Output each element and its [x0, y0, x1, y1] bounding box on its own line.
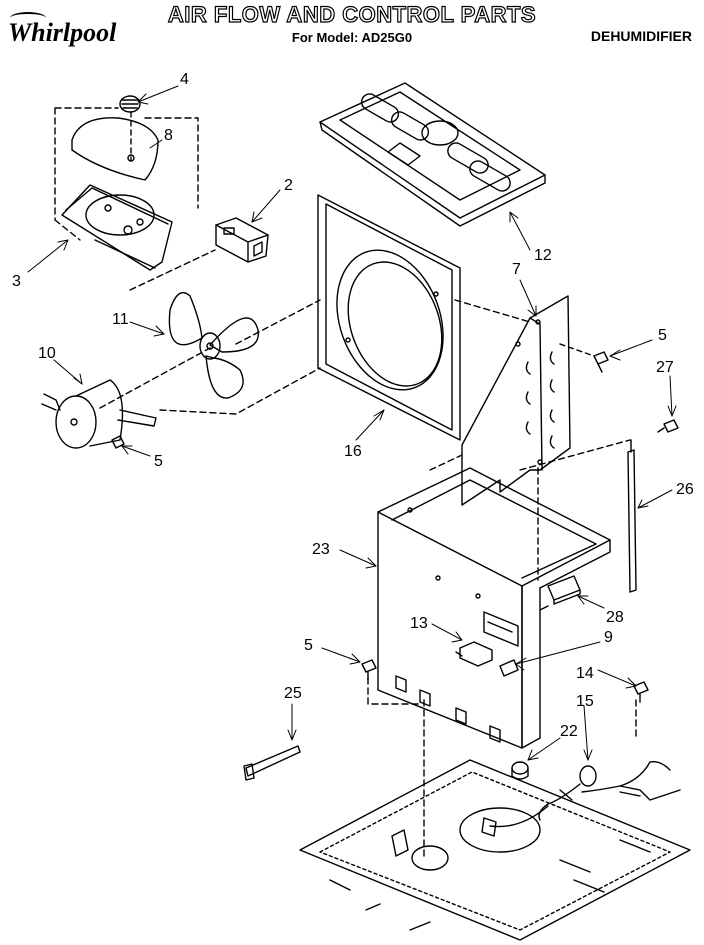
- callout-22: 22: [560, 723, 578, 740]
- callout-8: 8: [164, 127, 173, 144]
- part-switch: [215, 217, 269, 263]
- callout-9: 9: [604, 629, 613, 646]
- alignment-line-bracket: [454, 299, 531, 323]
- logo-swoosh-icon: [10, 12, 46, 24]
- callout-23: 23: [312, 541, 330, 558]
- callout-13: 13: [410, 615, 428, 632]
- part-cabinet-base: [377, 467, 611, 749]
- callout-11: 11: [112, 311, 129, 328]
- part-screw-upper-right: [559, 343, 609, 373]
- callout-5-motor: 5: [154, 453, 163, 470]
- part-screw-27: [657, 419, 679, 433]
- part-cable-tie: [243, 745, 301, 781]
- callout-7: 7: [512, 261, 521, 278]
- part-bracket-plate: [461, 295, 571, 506]
- callout-27: 27: [656, 359, 674, 376]
- callout-2: 2: [284, 177, 293, 194]
- callout-10: 10: [38, 345, 56, 362]
- callout-labels: 4 8 2 3 12 7 5 27 11 10 5 16 26 23 28 13…: [12, 71, 694, 740]
- callout-16: 16: [344, 443, 362, 460]
- part-bracket-28: [547, 575, 581, 605]
- whirlpool-logo: Whirlpool: [8, 12, 116, 48]
- leader-lines: [27, 85, 677, 761]
- part-screw-motor: [111, 435, 125, 449]
- part-control-cover: [71, 117, 159, 181]
- product-type-label: DEHUMIDIFIER: [590, 28, 692, 44]
- page-title: AIR FLOW AND CONTROL PARTS: [167, 1, 537, 27]
- part-top-grille: [319, 82, 546, 227]
- part-fan-motor: [41, 379, 157, 449]
- callout-14: 14: [576, 665, 594, 682]
- callout-12: 12: [534, 247, 552, 264]
- part-screw-lower: [361, 659, 377, 681]
- callout-26: 26: [676, 481, 694, 498]
- alignment-lines-base: [367, 439, 637, 861]
- callout-5-upper: 5: [658, 327, 667, 344]
- part-clip: [499, 659, 519, 677]
- part-power-cord: [481, 760, 681, 837]
- callout-25: 25: [284, 685, 302, 702]
- part-grommet: [511, 761, 529, 780]
- part-knob: [119, 95, 141, 161]
- part-fan-shroud: [317, 194, 461, 441]
- alignment-lines-fan: [99, 299, 321, 415]
- callout-5-lower: 5: [304, 637, 313, 654]
- control-assembly-dashed-outline: [54, 107, 216, 291]
- model-subtitle: For Model: AD25G0: [291, 30, 413, 45]
- part-fan-blade: [168, 292, 260, 399]
- part-base-pan: [299, 759, 691, 941]
- callout-15: 15: [576, 693, 594, 710]
- callout-3: 3: [12, 273, 21, 290]
- callout-4: 4: [180, 71, 189, 88]
- part-screw-14: [633, 681, 649, 703]
- part-control-housing: [61, 184, 173, 271]
- callout-28: 28: [606, 609, 624, 626]
- part-float-switch: [455, 641, 493, 667]
- part-channel-rod: [627, 439, 637, 593]
